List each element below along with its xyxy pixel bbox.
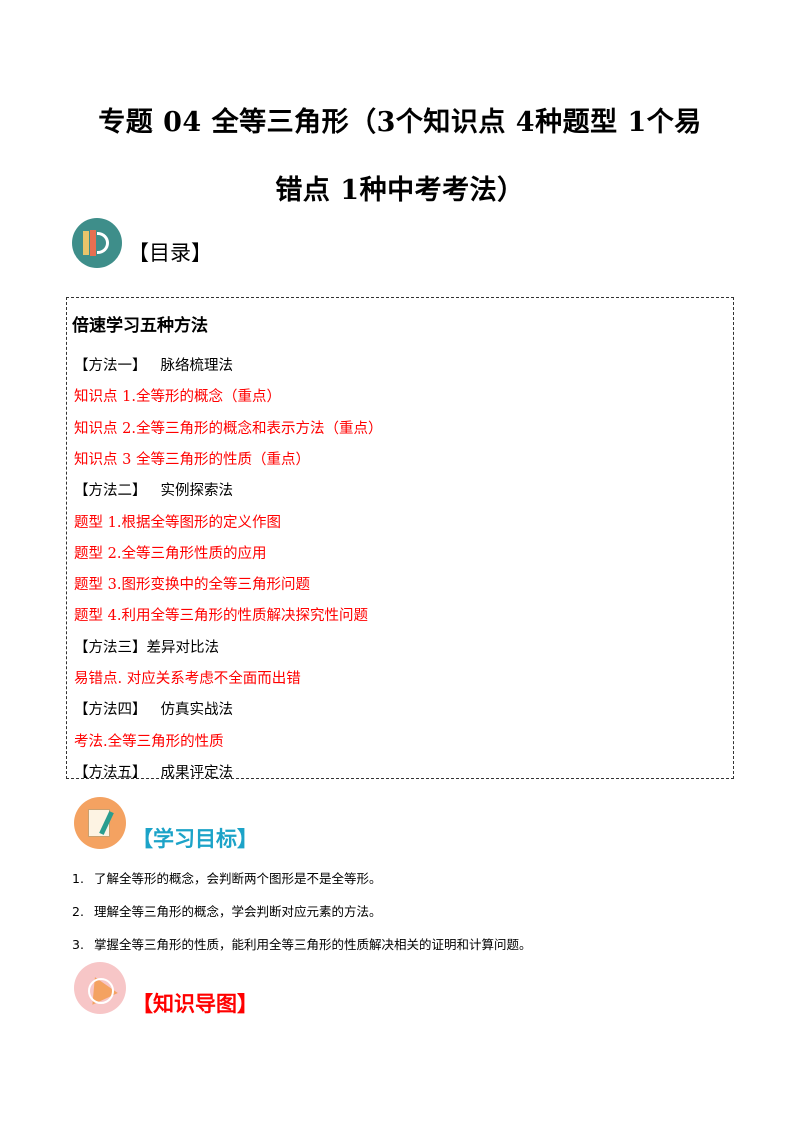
goals-header: 【学习目标】 [74,793,258,853]
toc-item[interactable]: 【方法三】差异对比法 [74,639,219,656]
toc-item[interactable]: 知识点 3 全等三角形的性质（重点） [74,451,310,468]
map-header: 【知识导图】 [74,958,258,1018]
toc-label: 【目录】 [128,241,212,265]
toc-item[interactable]: 题型 4.利用全等三角形的性质解决探究性问题 [74,608,368,625]
toc-box [66,297,734,779]
toc-item[interactable]: 知识点 2.全等三角形的概念和表示方法（重点） [74,420,383,437]
toc-item[interactable]: 知识点 1.全等形的概念（重点） [74,389,281,406]
notebook-pencil-icon [74,797,126,849]
toc-item[interactable]: 【方法二】实例探索法 [74,483,233,500]
goal-item: 2.理解全等三角形的概念，学会判断对应元素的方法。 [72,904,382,919]
map-label: 【知识导图】 [132,991,258,1016]
goal-item: 1.了解全等形的概念，会判断两个图形是不是全等形。 [72,871,382,886]
ruler-protractor-icon [74,962,126,1014]
page-title-line-2: 错点 1种中考考法） [275,175,525,206]
toc-item[interactable]: 题型 2.全等三角形性质的应用 [74,545,267,562]
toc-header: 【目录】 [72,218,212,268]
toc-item[interactable]: 题型 3.图形变换中的全等三角形问题 [74,577,310,594]
toc-item[interactable]: 【方法一】脉络梳理法 [74,358,233,374]
goal-item: 3.掌握全等三角形的性质，能利用全等三角形的性质解决相关的证明和计算问题。 [72,937,532,952]
toc-item[interactable]: 题型 1.根据全等图形的定义作图 [74,514,281,531]
goals-label: 【学习目标】 [132,826,258,851]
toc-item[interactable]: 【方法四】仿真实战法 [74,702,233,719]
page-title-line-1: 专题 04 全等三角形（3个知识点 4种题型 1个易 [98,107,702,138]
toc-item[interactable]: 考法.全等三角形的性质 [74,733,224,750]
toc-item[interactable]: 【方法五】成果评定法 [74,764,233,781]
toc-heading: 倍速学习五种方法 [72,316,208,336]
books-icon [72,218,122,268]
toc-item[interactable]: 易错点. 对应关系考虑不全面而出错 [74,671,301,687]
